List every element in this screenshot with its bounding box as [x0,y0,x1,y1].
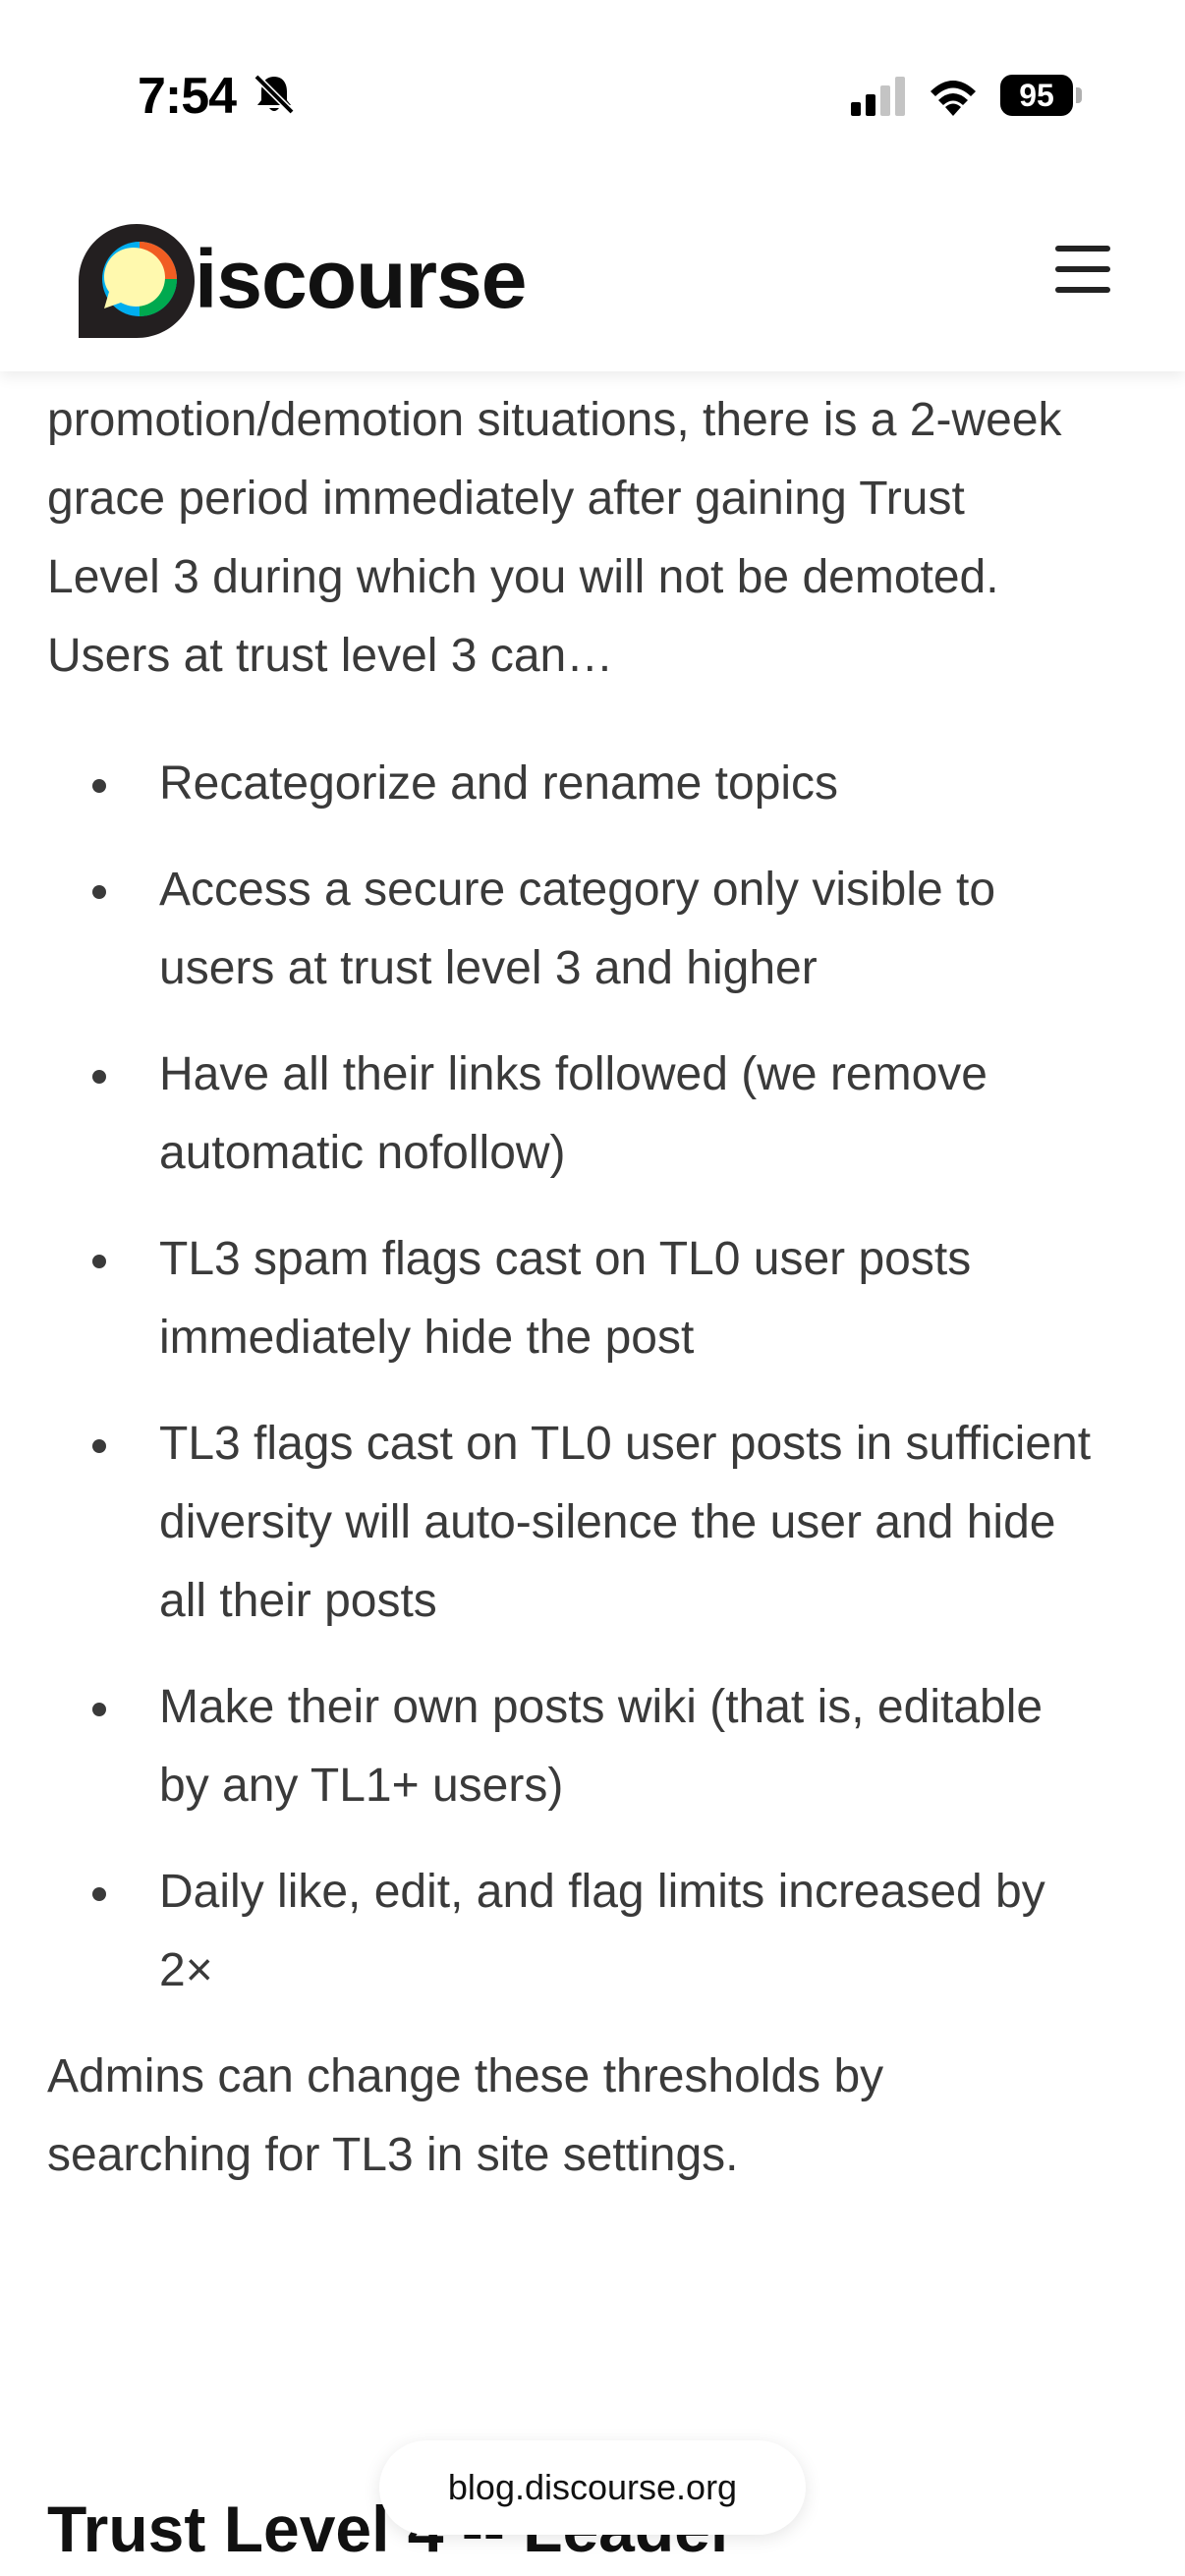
battery-icon: 95 [1000,75,1082,116]
discourse-logo[interactable]: iscourse [75,216,528,344]
hamburger-menu-icon[interactable] [1055,246,1110,297]
status-bar: 7:54 95 [0,0,1185,187]
wifi-icon [931,81,976,116]
menu-bar-top [1055,246,1110,252]
abilities-list: Recategorize and rename topics Access a … [47,745,1091,2010]
list-item: Access a secure category only visible to… [47,851,1102,1008]
list-item: Have all their links followed (we remove… [47,1036,1102,1193]
logo-text: iscourse [195,232,528,325]
menu-bar-bottom [1055,287,1110,293]
list-item: Daily like, edit, and flag limits increa… [47,1853,1102,2010]
menu-bar-middle [1055,266,1110,272]
article-content: promotion/demotion situations, there is … [47,381,1091,2195]
users-intro-paragraph: Users at trust level 3 can… [47,630,614,682]
site-header: iscourse [0,187,1185,371]
battery-level: 95 [1000,75,1073,116]
list-item: Recategorize and rename topics [47,745,1102,823]
admins-paragraph: Admins can change these thresholds by se… [47,2050,884,2181]
discourse-logo-icon [79,224,195,338]
battery-nub [1076,87,1082,103]
intro-paragraph: promotion/demotion situations, there is … [47,394,1062,603]
list-item: Make their own posts wiki (that is, edit… [47,1668,1102,1825]
cellular-signal-icon [851,77,905,116]
list-item: TL3 spam flags cast on TL0 user posts im… [47,1220,1102,1377]
status-time: 7:54 [138,68,237,125]
bell-slash-icon [254,74,295,115]
address-bar[interactable]: blog.discourse.org [379,2440,806,2535]
list-item: TL3 flags cast on TL0 user posts in suff… [47,1405,1102,1641]
